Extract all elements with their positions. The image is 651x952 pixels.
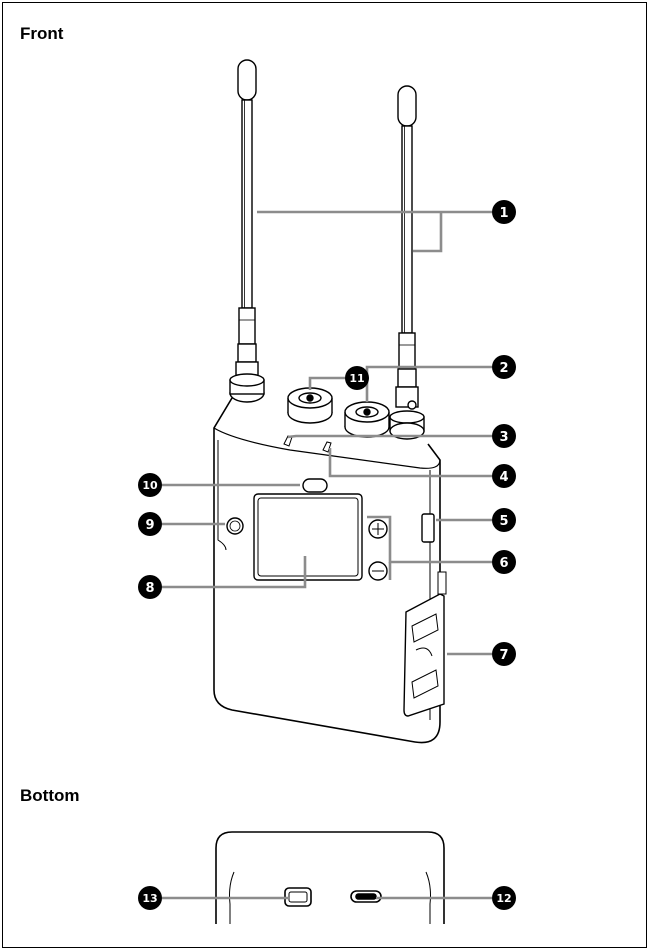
- callout-1: 1: [492, 200, 516, 224]
- bottom-body: [215, 831, 445, 924]
- bottom-section-title: Bottom: [20, 786, 80, 805]
- svg-text:4: 4: [499, 470, 508, 485]
- led-4-shape: [322, 441, 332, 453]
- callout-9: 9: [138, 512, 162, 536]
- callout-10: 10: [138, 473, 162, 497]
- callout-12: 12: [492, 886, 516, 910]
- right-antenna: [389, 85, 425, 440]
- front-device: [213, 59, 447, 744]
- svg-text:6: 6: [499, 556, 508, 571]
- front-section-title: Front: [20, 24, 64, 43]
- svg-text:13: 13: [142, 892, 157, 905]
- svg-text:2: 2: [499, 361, 508, 376]
- callout-7: 7: [492, 642, 516, 666]
- callout-6: 6: [492, 550, 516, 574]
- top-connector-left: [287, 387, 333, 424]
- top-connector-right: [344, 401, 390, 438]
- callout-8: 8: [138, 575, 162, 599]
- callout-11: 11: [345, 366, 369, 390]
- svg-text:9: 9: [145, 518, 154, 533]
- side-switch-shape: [421, 513, 435, 543]
- callout-5: 5: [492, 508, 516, 532]
- svg-text:7: 7: [499, 648, 508, 663]
- bottom-device: [215, 831, 445, 924]
- leader-lines: [162, 210, 492, 656]
- set-button-shape: [302, 478, 328, 493]
- display-inner: [257, 497, 359, 577]
- svg-text:8: 8: [145, 581, 154, 596]
- svg-text:1: 1: [499, 206, 508, 221]
- callout-2: 2: [492, 355, 516, 379]
- svg-text:12: 12: [496, 892, 511, 905]
- left-antenna: [229, 59, 265, 403]
- belt-clip: [403, 571, 447, 717]
- callout-13: 13: [138, 886, 162, 910]
- transmitter-body: [213, 397, 441, 744]
- svg-text:3: 3: [499, 430, 508, 445]
- svg-text:11: 11: [349, 372, 364, 385]
- svg-text:10: 10: [142, 479, 158, 492]
- svg-text:5: 5: [499, 514, 508, 529]
- callout-3: 3: [492, 424, 516, 448]
- callout-4: 4: [492, 464, 516, 488]
